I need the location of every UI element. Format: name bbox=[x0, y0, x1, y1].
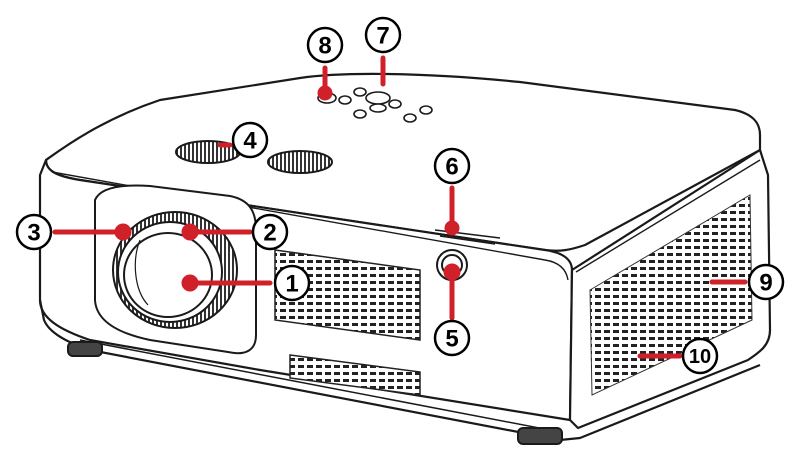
callout-3: 3 bbox=[27, 220, 40, 247]
callout-5-circle bbox=[433, 319, 471, 357]
callouts bbox=[15, 16, 785, 375]
callout-4-circle bbox=[231, 121, 269, 159]
callout-4: 4 bbox=[243, 128, 257, 155]
lens bbox=[112, 211, 238, 329]
callout-7: 7 bbox=[376, 23, 389, 50]
side-vents bbox=[589, 194, 753, 396]
callout-5: 5 bbox=[445, 326, 458, 353]
callout-7-circle bbox=[364, 16, 402, 54]
callout-6: 6 bbox=[445, 154, 458, 181]
callout-10-circle bbox=[681, 337, 719, 375]
callout-9: 9 bbox=[759, 270, 772, 297]
callout-9-circle bbox=[747, 263, 785, 301]
leader-lines bbox=[52, 55, 748, 359]
callout-1-circle bbox=[273, 264, 311, 302]
callout-8-circle bbox=[306, 26, 344, 64]
callout-8: 8 bbox=[318, 33, 331, 60]
callout-10: 10 bbox=[689, 346, 711, 368]
front-vents bbox=[274, 249, 421, 396]
callout-labels: 1 2 3 4 5 6 7 8 9 10 bbox=[27, 23, 772, 369]
callout-2: 2 bbox=[263, 220, 276, 247]
callout-2-circle bbox=[251, 213, 289, 251]
callout-1: 1 bbox=[285, 271, 298, 298]
feet bbox=[67, 341, 563, 445]
callout-6-circle bbox=[433, 147, 471, 185]
callout-3-circle bbox=[15, 213, 53, 251]
